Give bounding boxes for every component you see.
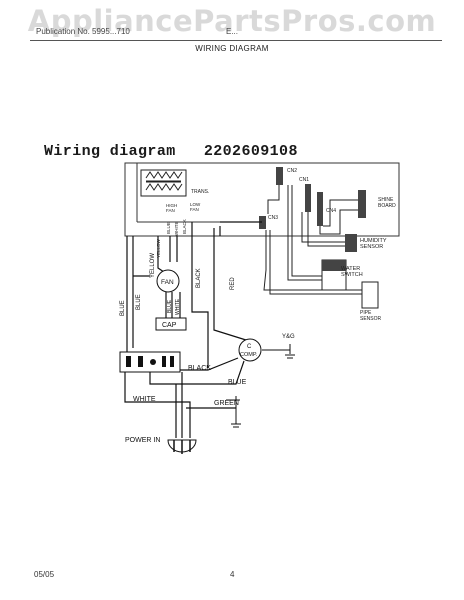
- comp-label-c: C: [247, 344, 252, 350]
- ground-symbol-power: [226, 396, 241, 428]
- main-wires: [126, 221, 262, 368]
- wire-yellow-label: YELLOW: [150, 253, 156, 278]
- cn3-connector: [259, 216, 266, 229]
- shine-board-label-line1: SHINE: [378, 197, 394, 203]
- trans-label: TRANS.: [191, 189, 209, 195]
- cn1-connector: [305, 184, 311, 212]
- sensor-wires: [263, 185, 362, 295]
- pipe-sensor-label: PIPE SENSOR: [360, 310, 382, 322]
- wire-black-vertical-label: BLACK: [196, 268, 202, 288]
- wire-red-label: RED: [230, 277, 236, 290]
- power-plug: [167, 439, 197, 454]
- control-board: [124, 162, 400, 237]
- transformer: [140, 169, 187, 197]
- fan-motor: [156, 269, 180, 293]
- terminal-white-label: WHITE: [174, 222, 179, 237]
- wire-white-fan-label: WHITE: [175, 298, 181, 315]
- cn1-label: CN1: [299, 177, 309, 183]
- terminal-black-label: BLACK: [182, 219, 187, 234]
- pipe-sensor: [361, 281, 379, 309]
- humidity-sensor-label-line1: HUMIDITY: [360, 238, 387, 244]
- page-title: WIRING DIAGRAM: [195, 44, 269, 53]
- humidity-sensor-label: HUMIDITY SENSOR: [360, 238, 388, 250]
- yg-label: Y&G: [282, 334, 295, 340]
- header-model-text: Publication No. 5995...710: [36, 27, 130, 36]
- cn3-label: CN3: [268, 215, 278, 221]
- terminal-blue-label: BLUE: [166, 222, 171, 234]
- wire-green-label: GREEN: [214, 400, 239, 407]
- capacitor: [155, 317, 187, 331]
- high-fan-label-line1: HIGH: [166, 203, 177, 208]
- water-switch-label-line2: SWITCH: [341, 272, 363, 278]
- cn4-label: CN4: [326, 208, 336, 214]
- cn4-connector: [317, 192, 323, 226]
- pipe-sensor-label-line2: SENSOR: [360, 316, 382, 322]
- diagram-part-number: 2202609108: [203, 143, 298, 160]
- water-switch-head: [322, 260, 346, 271]
- header-section-text: E...: [226, 27, 239, 36]
- low-fan-label-line1: LOW: [190, 202, 201, 207]
- cn2-connector: [276, 167, 283, 185]
- wire-blue-mid-label: BLUE: [136, 294, 142, 310]
- humidity-sensor-label-line2: SENSOR: [360, 244, 383, 250]
- wire-blue-bottom-label: BLUE: [228, 379, 247, 386]
- cn2-label: CN2: [287, 168, 297, 174]
- power-in-label: POWER IN: [125, 437, 160, 444]
- high-fan-label: HIGH FAN: [166, 203, 179, 213]
- wire-blue-fan-label: BLUE: [167, 299, 173, 313]
- water-switch-label: WATER SWITCH: [341, 266, 363, 278]
- low-fan-label-line2: FAN: [190, 207, 199, 212]
- high-fan-label-line2: FAN: [166, 208, 175, 213]
- compressor: [238, 338, 262, 362]
- wire-black-bottom-label: BLACK: [188, 365, 211, 372]
- footer-date: 05/05: [34, 570, 55, 579]
- shine-board-label-line2: BOARD: [378, 203, 396, 209]
- shine-board: [358, 190, 366, 218]
- cap-label: CAP: [162, 322, 177, 329]
- watermark: AppliancePartsPros.com: [27, 4, 437, 38]
- bottom-wires: [124, 357, 245, 438]
- header-rule: [30, 40, 442, 41]
- pipe-sensor-label-line1: PIPE: [360, 310, 372, 316]
- shine-board-label: SHINE BOARD: [378, 197, 396, 209]
- comp-label: COMP.: [240, 352, 258, 358]
- diagram-title: Wiring diagram 2202609108: [44, 143, 298, 160]
- ground-symbol-comp: [262, 344, 295, 359]
- wire-white-bottom-label: WHITE: [133, 396, 156, 403]
- fan-label: FAN: [161, 279, 174, 286]
- switch-block-terminals: [126, 356, 174, 367]
- wire-blue-left-label: BLUE: [120, 300, 126, 316]
- humidity-sensor: [345, 234, 357, 252]
- water-switch-label-line1: WATER: [341, 266, 360, 272]
- low-fan-label: LOW FAN: [190, 202, 202, 212]
- footer-page-number: 4: [230, 570, 235, 579]
- diagram-title-text: Wiring diagram: [44, 143, 176, 160]
